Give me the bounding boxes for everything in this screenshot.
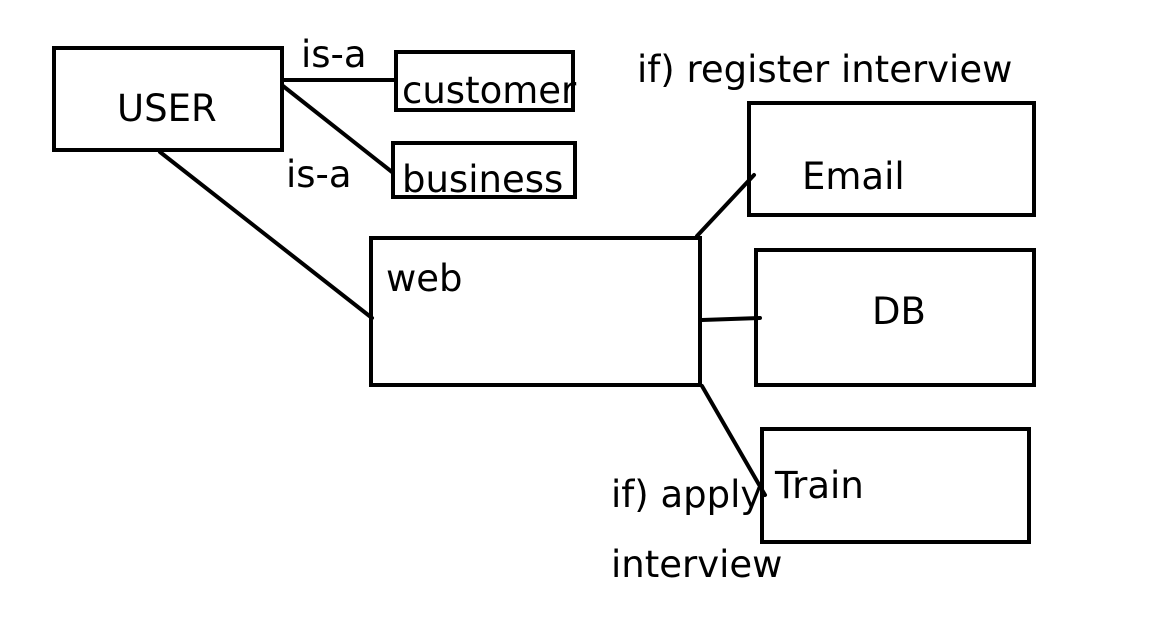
edge-web-train — [700, 384, 767, 497]
edge-label-is-a-business: is-a — [286, 153, 352, 196]
node-email-label: Email — [802, 155, 905, 198]
node-email — [747, 101, 1036, 217]
edge-user-web — [158, 150, 374, 320]
node-business — [391, 141, 577, 199]
node-db-label: DB — [872, 290, 926, 333]
node-user-label: USER — [117, 87, 217, 130]
edge-web-db — [700, 316, 762, 322]
node-train — [760, 427, 1031, 544]
node-customer-label: customer — [402, 69, 577, 112]
node-web-label: web — [386, 257, 463, 300]
edge-web-email — [695, 173, 756, 238]
edge-label-is-a-customer: is-a — [301, 33, 367, 76]
edge-label-interview: interview — [611, 543, 783, 586]
node-web — [369, 236, 702, 387]
edge-user-business — [281, 84, 394, 174]
edge-label-if-register: if) register interview — [637, 48, 1013, 91]
node-user — [52, 46, 284, 152]
edge-label-if-apply: if) apply — [611, 473, 763, 516]
node-db — [754, 248, 1036, 387]
node-customer — [394, 50, 575, 112]
node-train-label: Train — [775, 464, 864, 507]
node-business-label: business — [402, 158, 564, 201]
